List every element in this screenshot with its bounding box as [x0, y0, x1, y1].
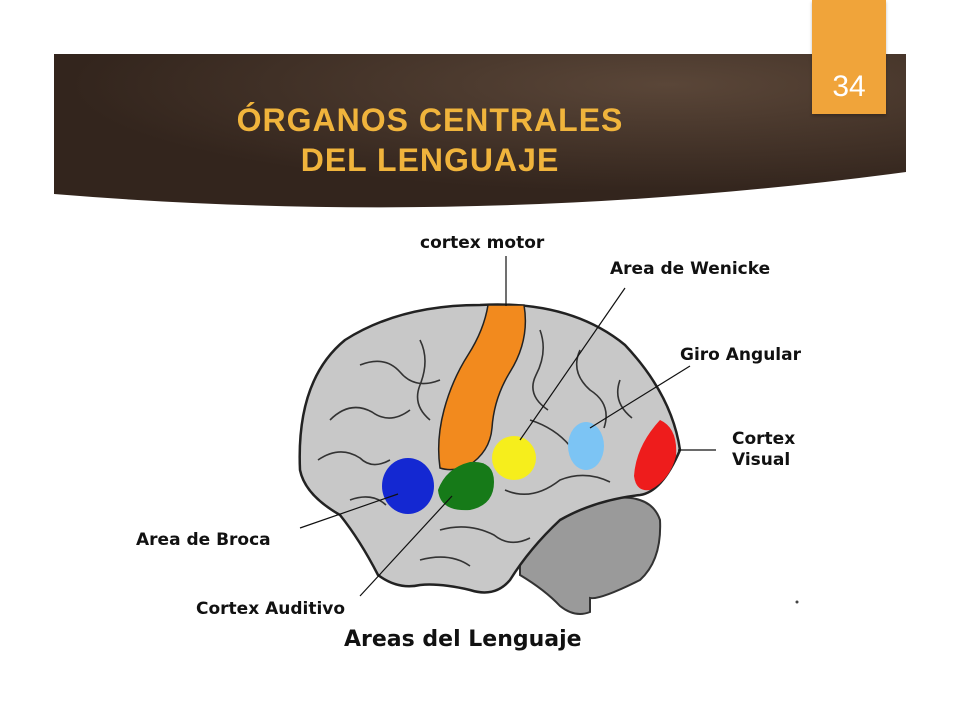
brain-folds — [317, 329, 633, 567]
label-giro-angular: Giro Angular — [680, 345, 802, 365]
label-cortex-visual-2: Visual — [732, 450, 790, 470]
label-cortex-visual-1: Cortex — [732, 429, 795, 449]
header-background — [54, 54, 906, 208]
cortex-visual-area — [634, 420, 677, 491]
page-number-tab: 34 — [812, 0, 886, 114]
label-area-broca: Area de Broca — [136, 530, 271, 550]
label-area-wernicke: Area de Wenicke — [610, 259, 770, 279]
label-cortex-motor: cortex motor — [420, 233, 545, 253]
broca-area — [382, 458, 434, 514]
slide-title-line-1: ÓRGANOS CENTRALES — [236, 102, 624, 138]
stray-dot — [795, 600, 799, 604]
wernicke-area — [492, 436, 536, 480]
header-band — [54, 54, 906, 224]
slide-title-line-2: DEL LENGUAJE — [300, 142, 560, 178]
page-number: 34 — [832, 70, 866, 103]
slide-title: ÓRGANOS CENTRALES DEL LENGUAJE — [150, 100, 710, 180]
cortex-auditivo-area — [438, 461, 494, 511]
label-cortex-auditivo: Cortex Auditivo — [196, 599, 345, 619]
diagram-caption: Areas del Lenguaje — [344, 627, 582, 652]
pointer-lines — [299, 256, 716, 597]
giro-angular-area — [568, 422, 604, 470]
brain — [298, 303, 682, 594]
